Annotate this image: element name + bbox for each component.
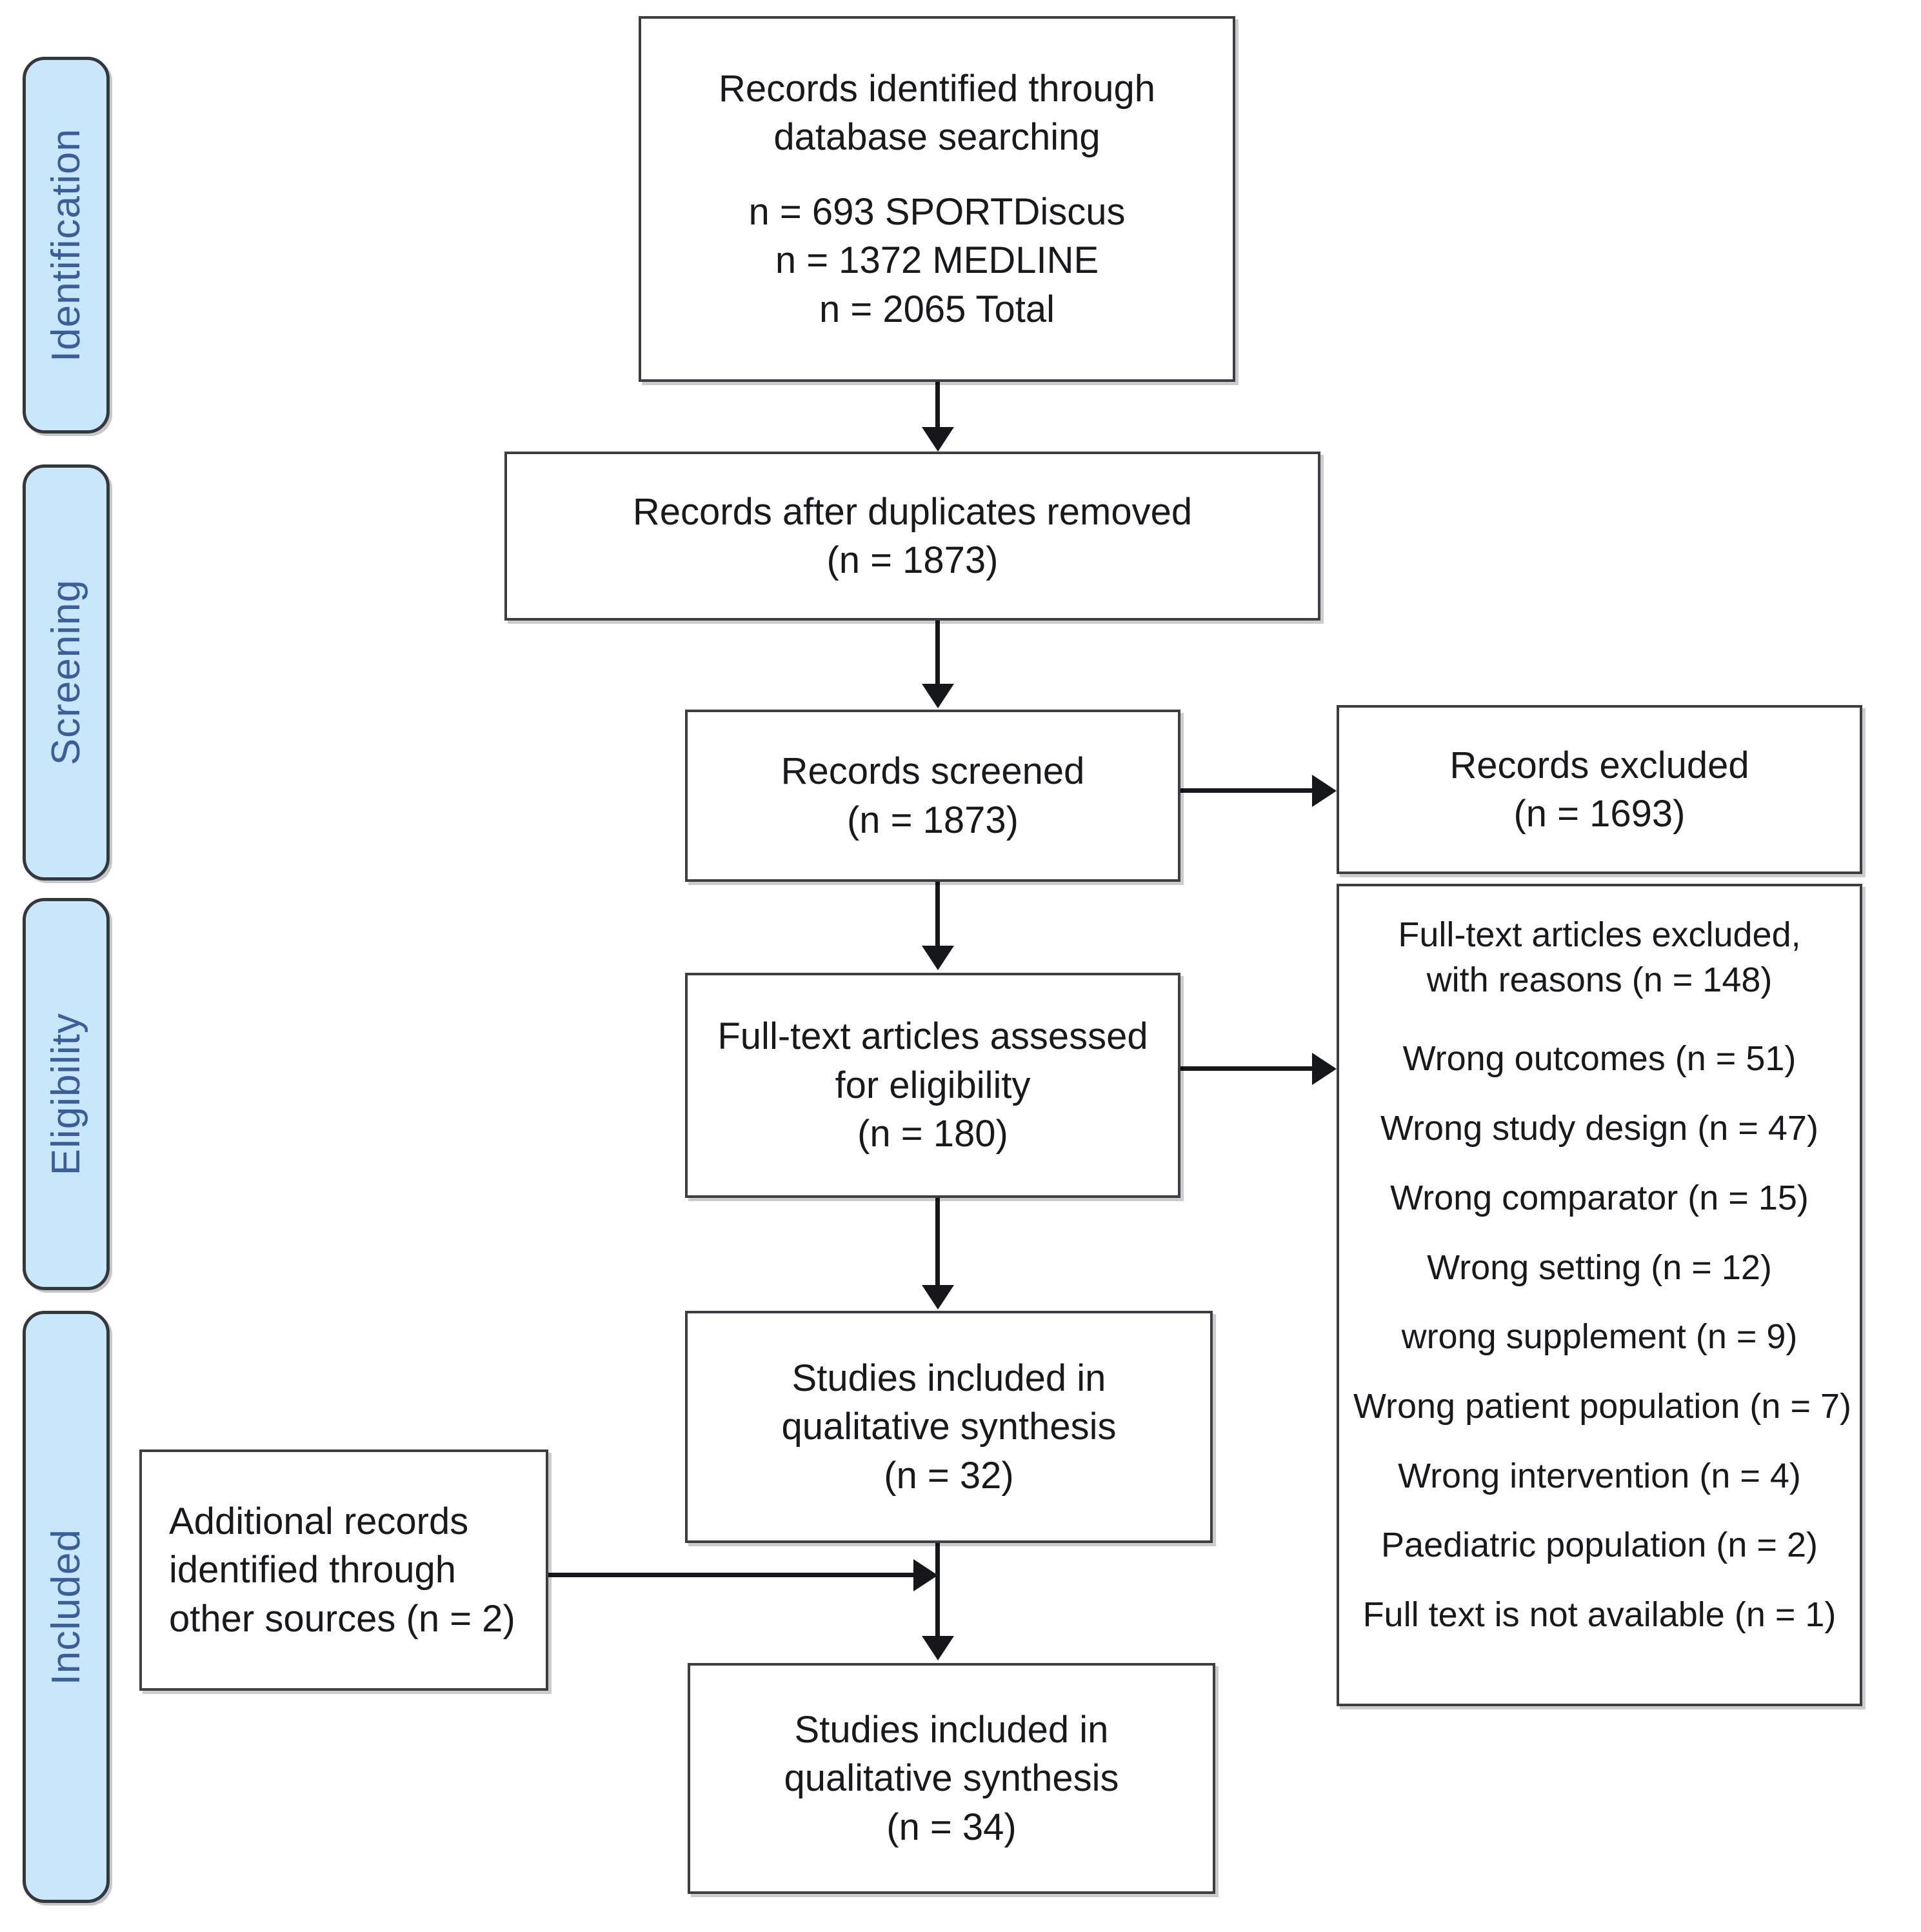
records-identified-line-2: database searching [773, 116, 1100, 159]
arrow-fulltext-to-reasons [1312, 1053, 1337, 1085]
qual34-line-1: Studies included in [794, 1708, 1109, 1751]
records-identified-line-4: n = 1372 MEDLINE [775, 239, 1099, 282]
qual32-line-1: Studies included in [791, 1357, 1106, 1399]
duplicates-removed-line-2: (n = 1873) [826, 539, 999, 581]
exclusion-reason-list: Wrong outcomes (n = 51) Wrong study desi… [1353, 1039, 1852, 1635]
stage-tab-included[interactable]: Included [23, 1311, 110, 1903]
connector-screened-to-excluded [1180, 788, 1315, 793]
records-screened-line-2: (n = 1873) [846, 799, 1019, 841]
exclusion-reason-item: Wrong intervention (n = 4) [1398, 1456, 1801, 1495]
exclusion-reason-item: wrong supplement (n = 9) [1401, 1317, 1798, 1357]
box-records-screened: Records screened (n = 1873) [685, 710, 1180, 882]
records-identified-line-5: n = 2065 Total [819, 288, 1055, 330]
additional-records-line-2: identified through [169, 1549, 456, 1591]
qual32-line-2: qualitative synthesis [781, 1406, 1117, 1448]
stage-label-eligibility: Eligibility [44, 1012, 88, 1176]
box-qualitative-synthesis-34: Studies included in qualitative synthesi… [688, 1663, 1215, 1894]
arrow-fulltext-to-qual32 [922, 1285, 954, 1310]
box-records-excluded: Records excluded (n = 1693) [1337, 705, 1862, 874]
records-excluded-line-2: (n = 1693) [1513, 793, 1686, 835]
exclusion-reason-item: Wrong patient population (n = 7) [1353, 1386, 1852, 1426]
stage-label-screening: Screening [44, 579, 88, 766]
connector-identified-to-duplicates [935, 382, 940, 431]
connector-additional-to-qual34 [548, 1573, 916, 1577]
qual34-line-2: qualitative synthesis [784, 1757, 1119, 1800]
records-identified-line-3: n = 693 SPORTDiscus [748, 190, 1126, 233]
additional-records-line-1: Additional records [169, 1500, 469, 1542]
records-screened-line-1: Records screened [781, 750, 1085, 793]
exclusion-reason-item: Wrong outcomes (n = 51) [1402, 1039, 1797, 1079]
connector-duplicates-to-screened [935, 621, 940, 688]
arrow-duplicates-to-screened [922, 684, 954, 708]
fulltext-excluded-head-2: with reasons (n = 148) [1426, 961, 1773, 1000]
exclusion-reason-item: Wrong study design (n = 47) [1380, 1109, 1818, 1148]
stage-tab-identification[interactable]: Identification [23, 57, 110, 433]
box-duplicates-removed: Records after duplicates removed (n = 18… [504, 452, 1320, 621]
fulltext-assessed-line-3: (n = 180) [857, 1113, 1008, 1155]
exclusion-reason-item: Paediatric population (n = 2) [1381, 1526, 1818, 1565]
qual34-line-3: (n = 34) [886, 1806, 1017, 1848]
box-fulltext-assessed: Full-text articles assessed for eligibil… [685, 973, 1180, 1198]
connector-screened-to-fulltext [935, 882, 940, 949]
fulltext-assessed-line-2: for eligibility [835, 1064, 1031, 1106]
exclusion-reason-item: Wrong comparator (n = 15) [1390, 1178, 1809, 1217]
stage-label-identification: Identification [44, 128, 88, 363]
box-qualitative-synthesis-32: Studies included in qualitative synthesi… [685, 1311, 1213, 1543]
qual32-line-3: (n = 32) [884, 1454, 1014, 1497]
duplicates-removed-line-1: Records after duplicates removed [632, 490, 1193, 533]
fulltext-assessed-line-1: Full-text articles assessed [717, 1015, 1148, 1058]
arrow-screened-to-fulltext [922, 946, 954, 970]
arrow-identified-to-duplicates [922, 427, 954, 452]
arrow-additional-to-qual34 [913, 1559, 938, 1591]
stage-tab-eligibility[interactable]: Eligibility [23, 898, 110, 1290]
stage-tab-screening[interactable]: Screening [23, 464, 110, 881]
exclusion-reason-item: Full text is not available (n = 1) [1362, 1595, 1836, 1635]
fulltext-excluded-head-1: Full-text articles excluded, [1398, 915, 1801, 954]
connector-fulltext-to-reasons [1180, 1066, 1315, 1071]
stage-label-included: Included [44, 1528, 88, 1686]
exclusion-reason-item: Wrong setting (n = 12) [1427, 1248, 1772, 1287]
connector-fulltext-to-qual32 [935, 1198, 940, 1288]
arrow-qual32-to-qual34 [922, 1636, 954, 1660]
box-records-identified: Records identified through database sear… [639, 16, 1235, 382]
box-additional-records: Additional records identified through ot… [139, 1449, 548, 1691]
box-fulltext-excluded-reasons: Full-text articles excluded, with reason… [1337, 884, 1862, 1706]
arrow-screened-to-excluded [1312, 775, 1337, 807]
additional-records-line-3: other sources (n = 2) [169, 1597, 515, 1640]
records-excluded-line-1: Records excluded [1449, 744, 1749, 786]
records-identified-line-1: Records identified through [718, 68, 1156, 110]
